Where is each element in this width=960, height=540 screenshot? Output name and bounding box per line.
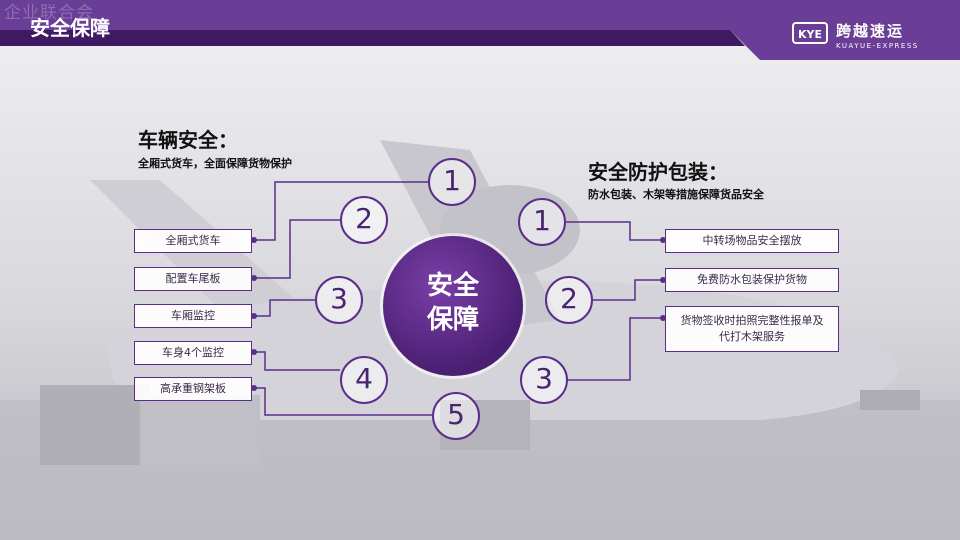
vehicle-safety-subtitle: 全厢式货车，全面保障货物保护 <box>138 157 292 170</box>
packaging-safety-title: 安全防护包装： <box>588 160 728 184</box>
logo-badge: KYE <box>792 22 828 44</box>
left-number-circle: 3 <box>315 276 363 324</box>
right-item-box: 免费防水包装保护货物 <box>665 268 839 292</box>
left-number-circle: 2 <box>340 196 388 244</box>
logo-english-name: KUAYUE-EXPRESS <box>836 42 919 50</box>
center-circle: 安全 保障 <box>383 236 523 376</box>
company-logo: KYE 跨越速运 KUAYUE-EXPRESS <box>792 18 932 54</box>
left-item-box: 高承重钢架板 <box>134 377 252 401</box>
watermark-text: 企业联合会 <box>4 3 94 23</box>
right-item-box: 中转场物品安全摆放 <box>665 229 839 253</box>
right-number-circle: 3 <box>520 356 568 404</box>
center-text-line2: 保障 <box>426 305 479 335</box>
right-number-circle: 1 <box>518 198 566 246</box>
packaging-safety-subtitle: 防水包装、木架等措施保障货品安全 <box>588 188 764 201</box>
right-number-circle: 2 <box>545 276 593 324</box>
left-item-box: 车身4个监控 <box>134 341 252 365</box>
left-item-box: 配置车尾板 <box>134 267 252 291</box>
left-number-circle: 4 <box>340 356 388 404</box>
left-number-circle: 5 <box>432 392 480 440</box>
left-item-box: 全厢式货车 <box>134 229 252 253</box>
left-number-circle: 1 <box>428 158 476 206</box>
left-item-box: 车厢监控 <box>134 304 252 328</box>
vehicle-safety-title: 车辆安全： <box>138 128 238 152</box>
right-item-box: 货物签收时拍照完整性报单及代打木架服务 <box>665 306 839 352</box>
center-text-line1: 安全 <box>426 271 479 301</box>
logo-chinese-name: 跨越速运 <box>836 22 905 40</box>
header-bar <box>0 0 960 60</box>
page-title: 安全保障 <box>30 16 110 40</box>
